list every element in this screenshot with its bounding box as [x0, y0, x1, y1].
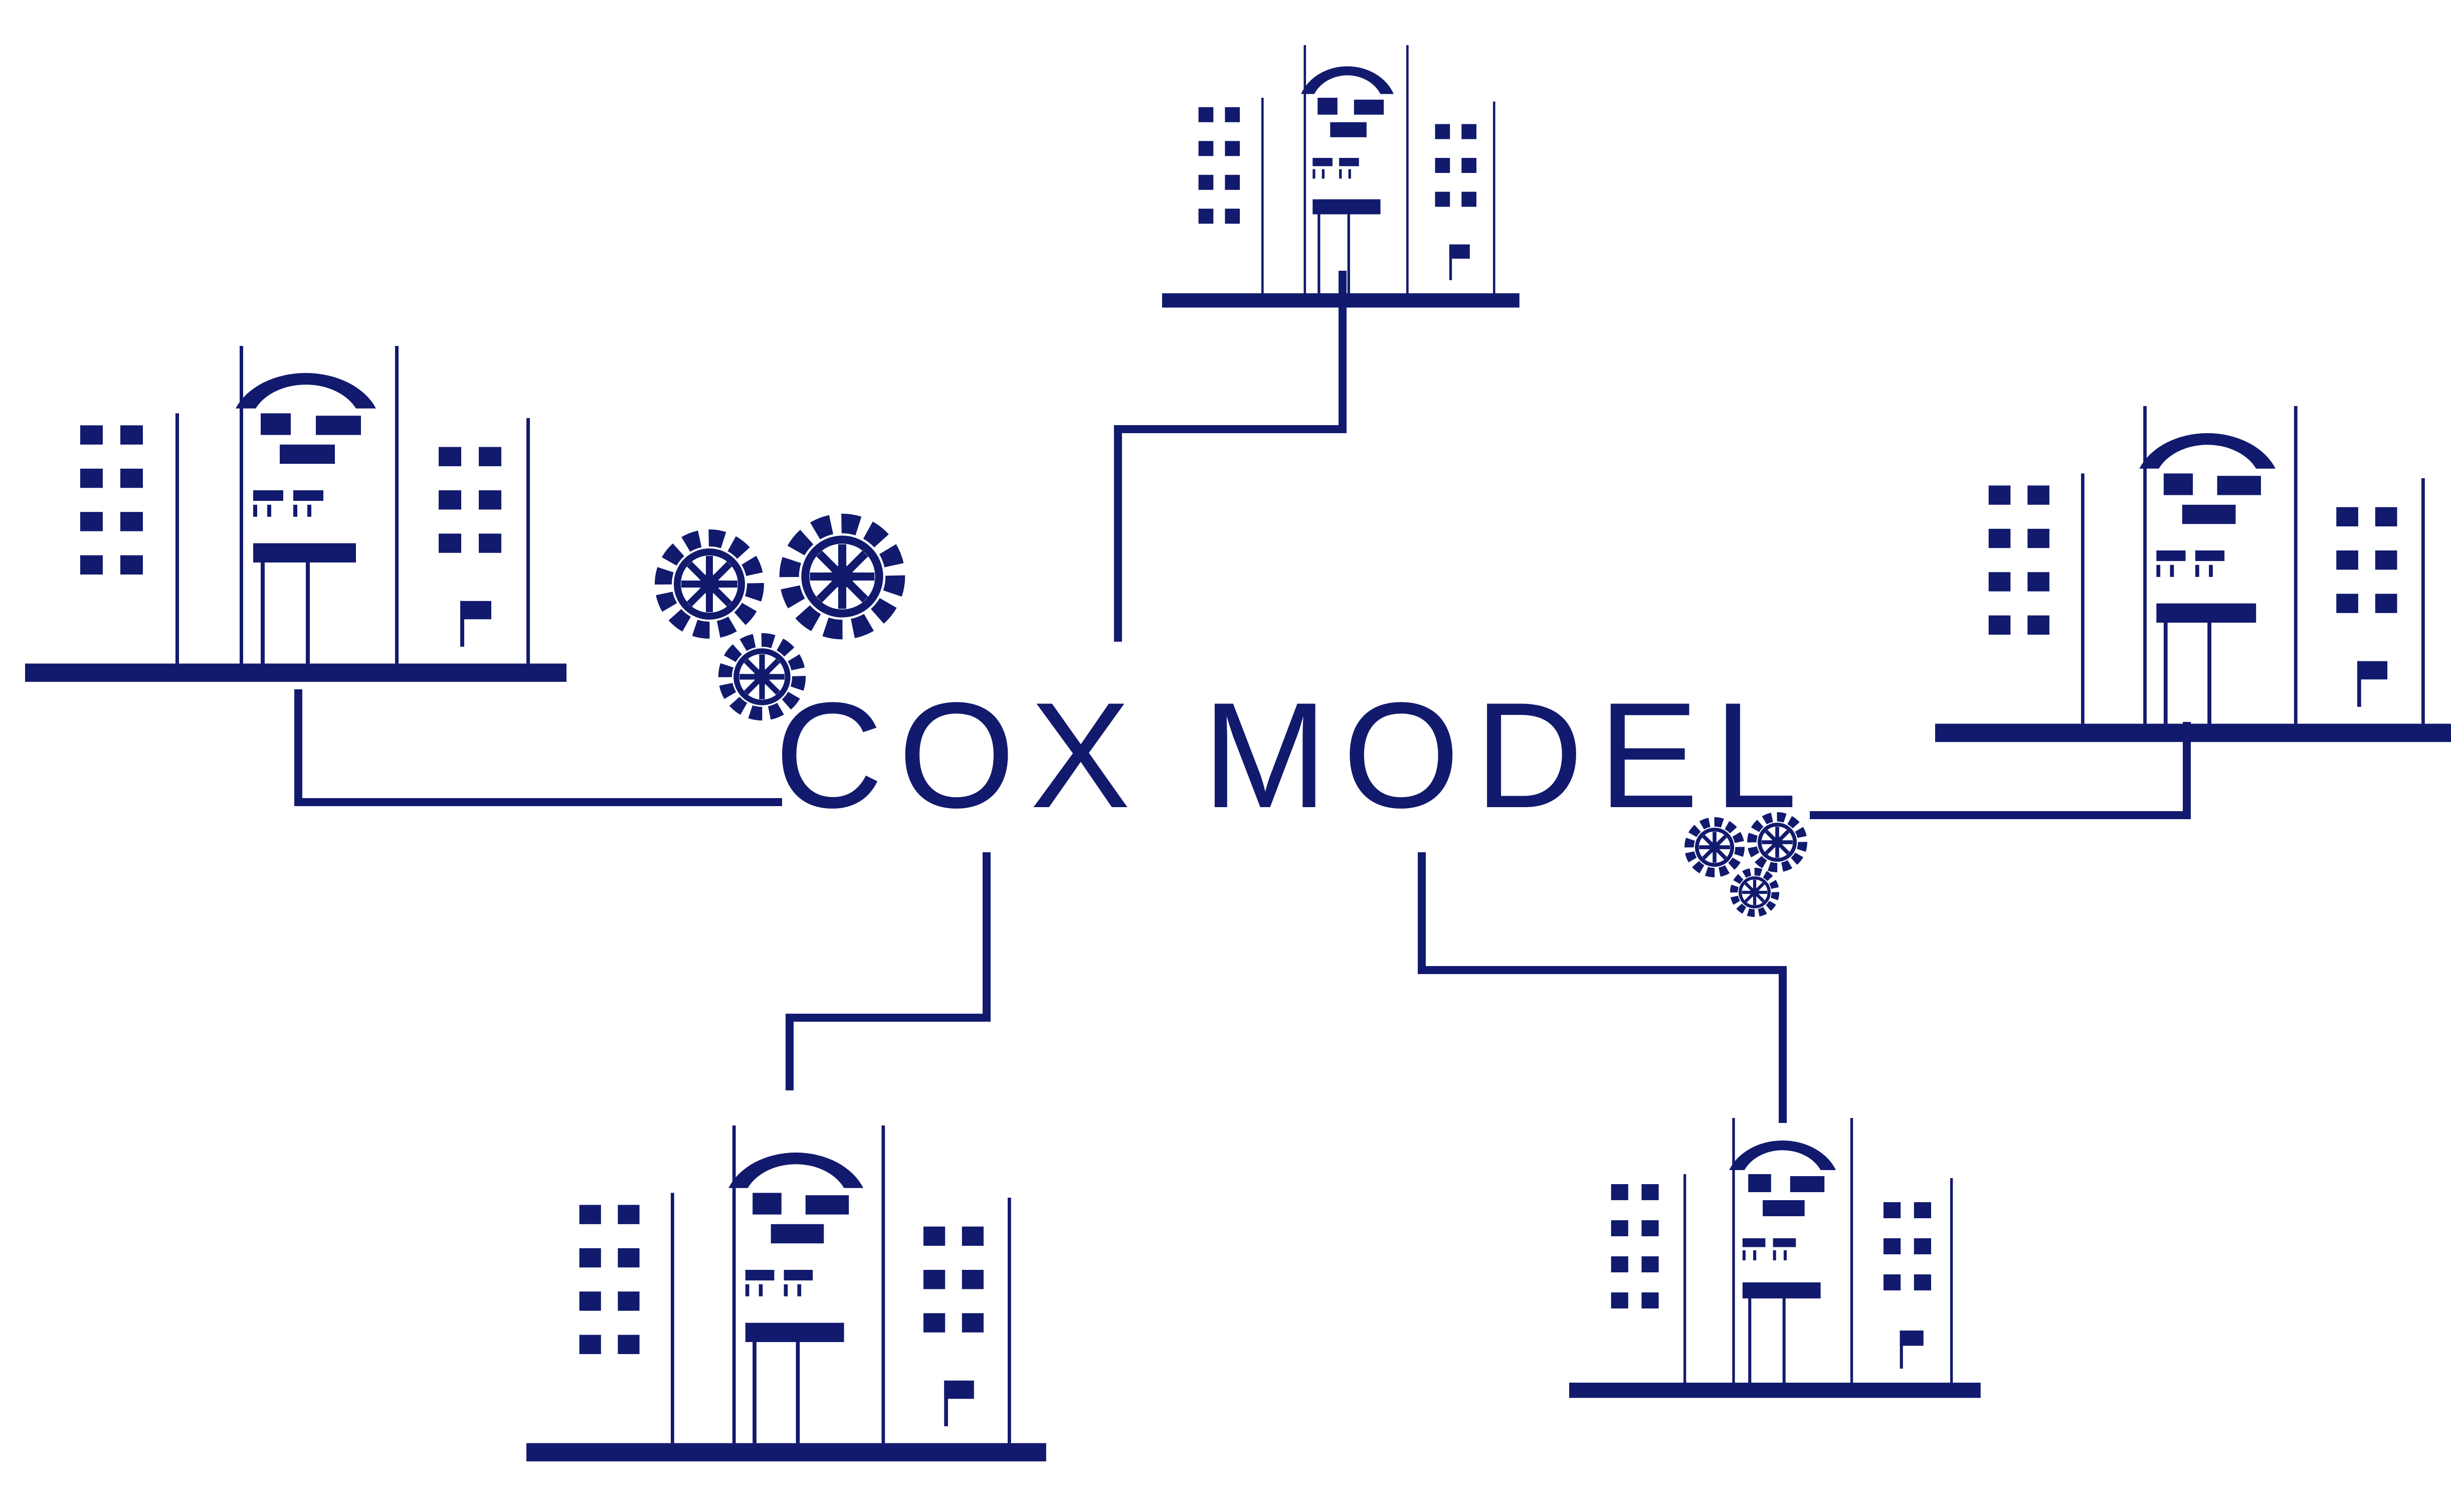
connector-bottom-right	[1418, 852, 1787, 1123]
building-icon-left	[25, 346, 567, 682]
connector-bottom-left	[786, 852, 991, 1090]
connector-right	[1810, 722, 2191, 819]
building-icon-right	[1935, 406, 2451, 742]
building-icon-bottom-left	[526, 1125, 1046, 1462]
connector-left	[294, 689, 782, 806]
building-icon-bottom-right	[1569, 1118, 1981, 1398]
diagram-title: COX MODEL	[775, 671, 1812, 839]
connector-lines	[294, 271, 2191, 1123]
building-icon-top	[1162, 45, 1520, 308]
connector-top	[1114, 271, 1347, 642]
